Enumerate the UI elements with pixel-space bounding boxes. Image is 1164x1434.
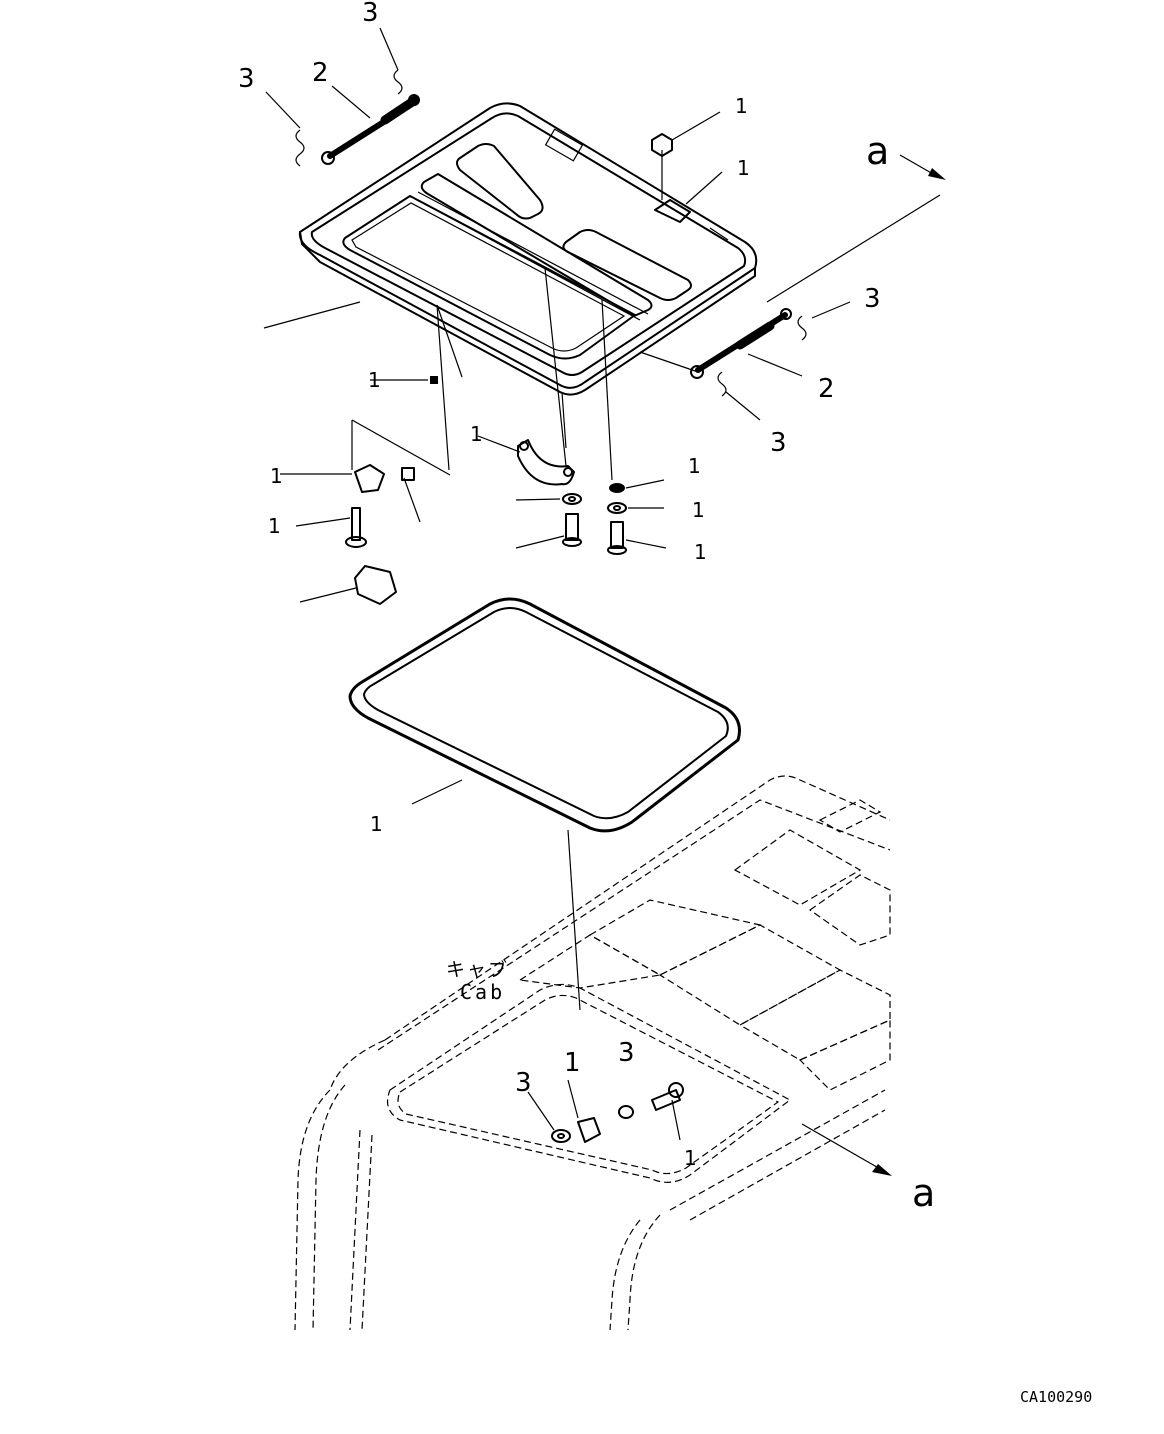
part-label: 3: [618, 1038, 635, 1068]
part-label: 1: [688, 454, 701, 478]
roof-hatch-panel: [298, 102, 758, 396]
gas-strut-right: [690, 308, 792, 379]
cab-fasteners: [551, 1082, 684, 1143]
part-label: 3: [864, 284, 881, 314]
part-label: 1: [735, 94, 748, 118]
leader-lines: [263, 27, 941, 1171]
part-label: 1: [368, 368, 381, 392]
part-label: 1: [470, 422, 483, 446]
cab-roof: [294, 775, 891, 1331]
grab-handle: [517, 439, 575, 486]
part-label: 2: [312, 58, 329, 88]
view-label-a: a: [866, 129, 890, 173]
gas-strut-left: [321, 94, 420, 165]
view-arrows: [872, 168, 946, 1176]
hatch-seal: [348, 597, 741, 833]
view-label-a: a: [912, 1171, 936, 1215]
part-label: 1: [370, 812, 383, 836]
part-label: 3: [362, 0, 379, 28]
part-label: 1: [737, 156, 750, 180]
part-label: 1: [692, 498, 705, 522]
bolts-and-washers: [562, 483, 627, 555]
part-label: 1: [564, 1048, 581, 1078]
cab-label-japanese: キャブ: [446, 959, 510, 981]
drawing-number: CA100290: [1020, 1388, 1093, 1406]
part-label: 1: [684, 1146, 697, 1170]
clip-pins: [295, 69, 807, 397]
part-label: 3: [770, 428, 787, 458]
part-label: 1: [694, 540, 707, 564]
cab-label-english: Cab: [460, 980, 506, 1004]
part-label: 1: [268, 514, 281, 538]
part-label: 1: [270, 464, 283, 488]
part-label: 3: [515, 1068, 532, 1098]
latch-assembly: [345, 376, 439, 605]
part-label: 2: [818, 374, 835, 404]
part-label: 3: [238, 64, 255, 94]
